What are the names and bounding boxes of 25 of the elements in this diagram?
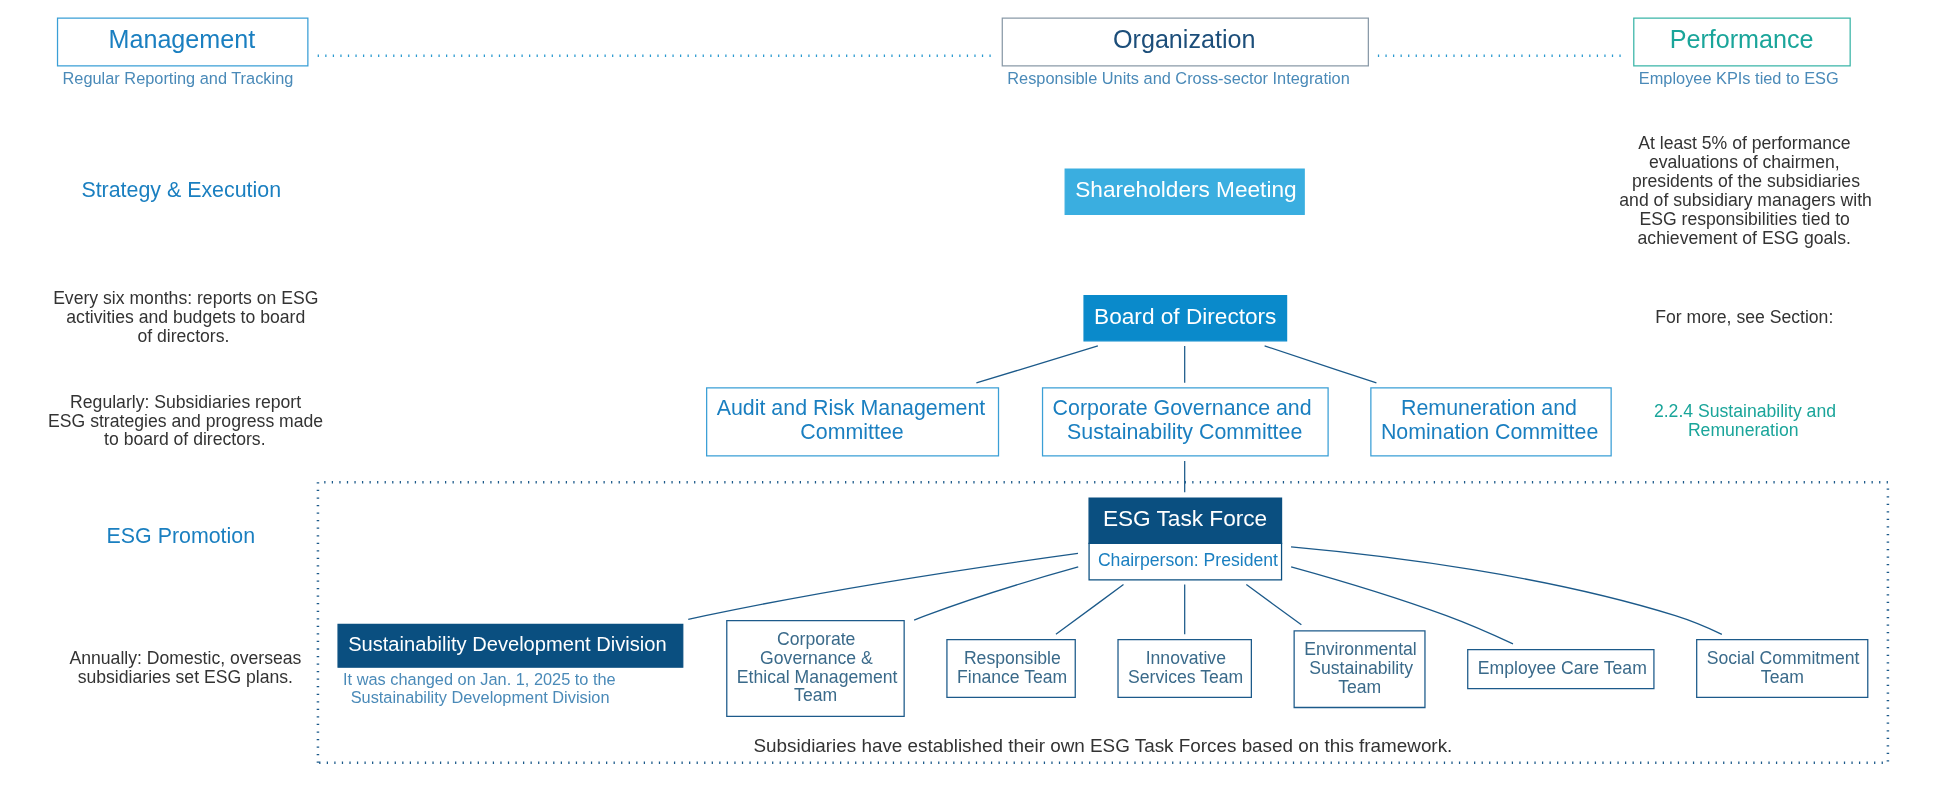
node-label: It was changed on Jan. 1, 2025 to the Sustainability Development Division (342, 670, 616, 706)
label: For more, see Section: (1654, 306, 1833, 327)
label: Strategy & Execution (80, 177, 281, 202)
label: 2.2.4 Sustainability and Remuneration (1653, 401, 1836, 441)
connector (1183, 583, 1185, 635)
connector (1377, 54, 1624, 58)
connector (1245, 583, 1302, 626)
connector (1183, 345, 1185, 384)
connector (1289, 546, 1722, 635)
connector (1054, 583, 1124, 635)
node-label: Regular Reporting and Tracking (62, 69, 293, 88)
label: At least 5% of performance evaluations of chairmen, presidents of the subsidiaries and of subsidiary managers with ESG responsibilities tied to achievement of ESG goals. (1618, 133, 1872, 248)
connector (1183, 460, 1185, 493)
connector (687, 552, 1079, 621)
node-label: Employee KPIs tied to ESG (1638, 69, 1839, 88)
label: Every six months: reports on ESG activities and budgets to board of directors. (52, 287, 318, 346)
connector (1263, 345, 1377, 384)
connector (975, 345, 1098, 384)
label: Annually: Domestic, overseas subsidiaries set ESG plans. (68, 647, 301, 687)
label: Regularly: Subsidiaries report ESG strategies and progress made to board of directors. (47, 391, 323, 450)
node-label: Responsible Units and Cross-sector Integration (1006, 69, 1350, 88)
connector (1290, 566, 1514, 645)
connector (317, 54, 991, 58)
label: ESG Promotion (106, 524, 255, 549)
connector (913, 566, 1079, 621)
